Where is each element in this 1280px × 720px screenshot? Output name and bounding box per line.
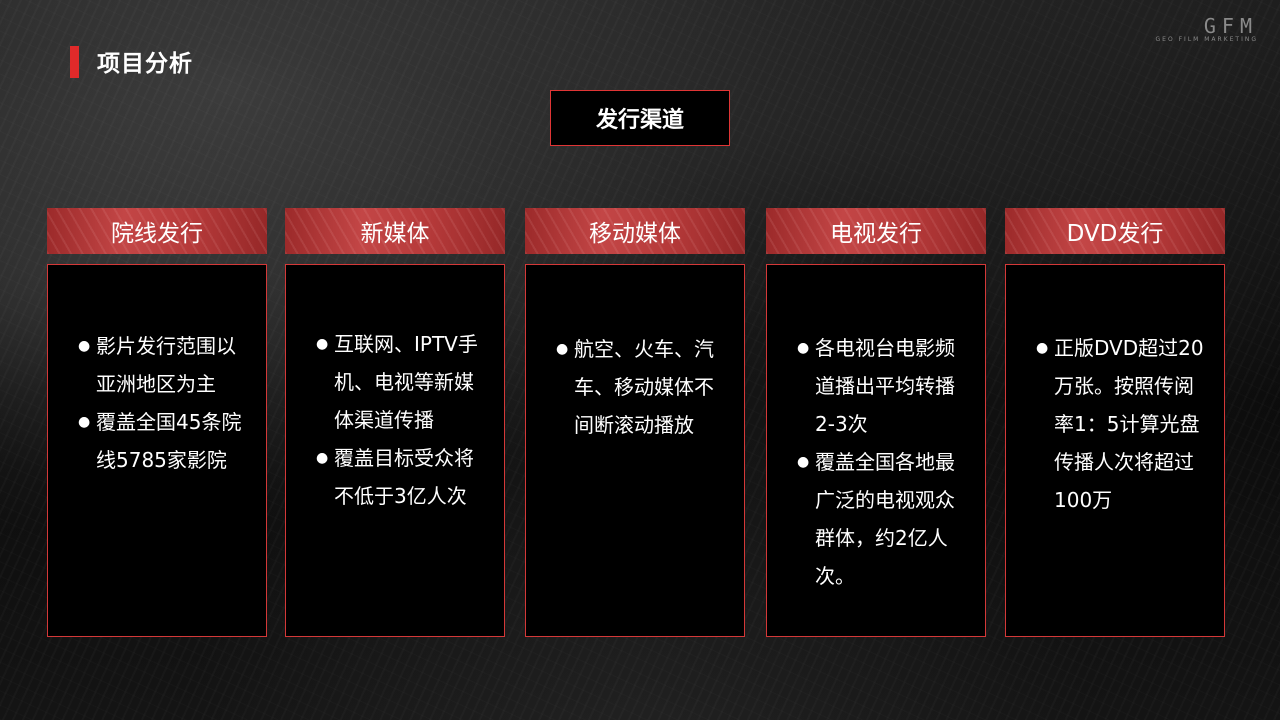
column-dvd: DVD发行 ● 正版DVD超过20万张。按照传阅率1：5计算光盘传播人次将超过10…	[1005, 208, 1225, 637]
brand-logo: GFM GEO FILM MARKETING	[1156, 14, 1258, 43]
header-accent-bar	[70, 46, 79, 78]
item-text: 正版DVD超过20万张。按照传阅率1：5计算光盘传播人次将超过100万	[1054, 336, 1204, 512]
list-item: ● 覆盖全国各地最广泛的电视观众群体，约2亿人次。	[795, 443, 967, 595]
item-text: 覆盖全国各地最广泛的电视观众群体，约2亿人次。	[815, 450, 955, 588]
column-new-media: 新媒体 ● 互联网、IPTV手机、电视等新媒体渠道传播 ● 覆盖目标受众将不低于3亿…	[285, 208, 505, 637]
bullet-icon: ●	[1036, 340, 1049, 356]
bullet-icon: ●	[78, 414, 91, 430]
column-title: DVD发行	[1066, 221, 1164, 247]
column-body: ● 互联网、IPTV手机、电视等新媒体渠道传播 ● 覆盖目标受众将不低于3亿人次	[285, 264, 505, 637]
bullet-icon: ●	[797, 340, 810, 356]
bullet-icon: ●	[556, 341, 569, 357]
logo-subtext: GEO FILM MARKETING	[1155, 36, 1258, 43]
column-title: 移动媒体	[589, 221, 681, 247]
column-header: DVD发行	[1005, 208, 1225, 254]
bullet-icon: ●	[797, 454, 810, 470]
item-text: 互联网、IPTV手机、电视等新媒体渠道传播	[334, 332, 478, 432]
list-item: ● 影片发行范围以亚洲地区为主	[76, 327, 248, 403]
list-item: ● 正版DVD超过20万张。按照传阅率1：5计算光盘传播人次将超过100万	[1034, 329, 1206, 519]
list-item: ● 互联网、IPTV手机、电视等新媒体渠道传播	[314, 325, 486, 439]
column-body: ● 正版DVD超过20万张。按照传阅率1：5计算光盘传播人次将超过100万	[1005, 264, 1225, 637]
bullet-icon: ●	[78, 338, 91, 354]
item-text: 航空、火车、汽车、移动媒体不间断滚动播放	[574, 337, 714, 437]
list-item: ● 航空、火车、汽车、移动媒体不间断滚动播放	[554, 330, 726, 444]
list-item: ● 覆盖全国45条院线5785家影院	[76, 403, 248, 479]
logo-text: GFM	[1203, 14, 1258, 38]
column-title: 院线发行	[111, 221, 203, 247]
page-title: 项目分析	[97, 51, 193, 77]
center-title: 发行渠道	[595, 108, 684, 133]
column-header: 移动媒体	[525, 208, 745, 254]
column-title: 新媒体	[360, 221, 430, 247]
column-mobile-media: 移动媒体 ● 航空、火车、汽车、移动媒体不间断滚动播放	[525, 208, 745, 637]
column-title: 电视发行	[830, 221, 922, 247]
column-header: 新媒体	[285, 208, 505, 254]
column-body: ● 各电视台电影频道播出平均转播2-3次 ● 覆盖全国各地最广泛的电视观众群体，约2…	[766, 264, 986, 637]
column-header: 电视发行	[766, 208, 986, 254]
bullet-icon: ●	[316, 336, 329, 352]
bullet-icon: ●	[316, 450, 329, 466]
list-item: ● 覆盖目标受众将不低于3亿人次	[314, 439, 486, 515]
item-text: 覆盖目标受众将不低于3亿人次	[334, 446, 474, 508]
center-title-box: 发行渠道	[550, 90, 730, 146]
column-header: 院线发行	[47, 208, 267, 254]
column-theater: 院线发行 ● 影片发行范围以亚洲地区为主 ● 覆盖全国45条院线5785家影院	[47, 208, 267, 637]
column-tv: 电视发行 ● 各电视台电影频道播出平均转播2-3次 ● 覆盖全国各地最广泛的电视观众…	[766, 208, 986, 637]
item-text: 覆盖全国45条院线5785家影院	[96, 410, 242, 472]
item-text: 影片发行范围以亚洲地区为主	[96, 334, 236, 396]
column-body: ● 影片发行范围以亚洲地区为主 ● 覆盖全国45条院线5785家影院	[47, 264, 267, 637]
column-body: ● 航空、火车、汽车、移动媒体不间断滚动播放	[525, 264, 745, 637]
item-text: 各电视台电影频道播出平均转播2-3次	[815, 336, 955, 436]
list-item: ● 各电视台电影频道播出平均转播2-3次	[795, 329, 967, 443]
